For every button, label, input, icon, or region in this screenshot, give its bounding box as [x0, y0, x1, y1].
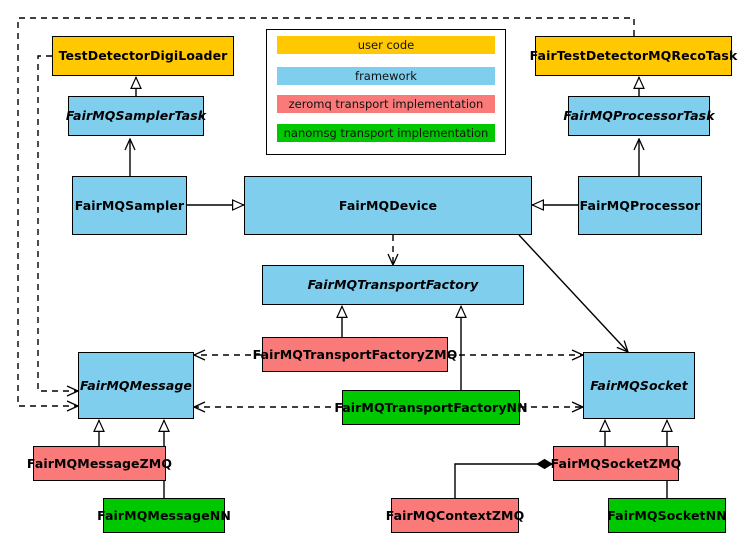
legend-item-zeromq: zeromq transport implementation [277, 95, 495, 113]
node-fair-mq-transport-factory-nn[interactable]: FairMQTransportFactoryNN [334, 390, 528, 425]
legend-label-nanomsg: nanomsg transport implementation [283, 126, 489, 140]
legend-item-nanomsg: nanomsg transport implementation [277, 124, 495, 142]
node-label: FairMQTransportFactory [307, 277, 479, 293]
node-fair-mq-socket-zmq[interactable]: FairMQSocketZMQ [550, 446, 682, 481]
node-fair-mq-message[interactable]: FairMQMessage [78, 352, 194, 419]
node-label: FairMQMessageZMQ [26, 455, 173, 471]
node-fair-mq-sampler-task[interactable]: FairMQSamplerTask [65, 96, 207, 136]
node-label: FairMQDevice [338, 197, 438, 213]
legend-label-framework: framework [355, 69, 417, 83]
edge-digiloader-message [37, 55, 78, 391]
node-fair-mq-message-nn[interactable]: FairMQMessageNN [97, 498, 231, 533]
node-fair-mq-transport-factory-zmq[interactable]: FairMQTransportFactoryZMQ [253, 337, 457, 372]
legend-label-user-code: user code [357, 38, 415, 52]
node-fair-mq-socket-nn[interactable]: FairMQSocketNN [607, 498, 727, 533]
node-label: FairMQSocketNN [607, 507, 727, 523]
node-fair-mq-transport-factory[interactable]: FairMQTransportFactory [262, 265, 524, 305]
node-label: FairMQTransportFactoryZMQ [252, 346, 458, 362]
node-label: FairMQTransportFactoryNN [334, 399, 528, 415]
node-fair-mq-sampler[interactable]: FairMQSampler [72, 176, 187, 235]
node-fair-mq-processor[interactable]: FairMQProcessor [578, 176, 702, 235]
node-label: FairMQSampler [74, 197, 185, 213]
node-test-detector-digi-loader[interactable]: TestDetectorDigiLoader [52, 36, 234, 76]
edge-contextzmq-socketzmq [454, 458, 553, 498]
node-label: TestDetectorDigiLoader [58, 48, 228, 64]
node-label: FairMQProcessorTask [563, 108, 715, 124]
node-fair-mq-processor-task[interactable]: FairMQProcessorTask [563, 96, 715, 136]
legend-item-user-code: user code [277, 36, 495, 54]
edge-recotask-message [17, 17, 635, 406]
edge-device-socket [518, 234, 628, 352]
node-fair-mq-message-zmq[interactable]: FairMQMessageZMQ [27, 446, 172, 481]
node-fair-mq-context-zmq[interactable]: FairMQContextZMQ [386, 498, 524, 533]
node-fair-mq-device[interactable]: FairMQDevice [244, 176, 532, 235]
node-fair-mq-socket[interactable]: FairMQSocket [583, 352, 695, 419]
node-label: FairMQSocketZMQ [550, 455, 682, 471]
node-label: FairMQContextZMQ [385, 507, 525, 523]
node-label: FairMQMessageNN [97, 507, 231, 523]
legend-label-zeromq: zeromq transport implementation [288, 97, 484, 111]
node-label: FairMQProcessor [579, 197, 701, 213]
node-label: FairMQMessage [79, 377, 192, 393]
node-label: FairTestDetectorMQRecoTask [529, 48, 738, 64]
node-label: FairMQSamplerTask [65, 108, 207, 124]
node-label: FairMQSocket [590, 377, 688, 393]
node-fair-test-detector-mq-reco-task[interactable]: FairTestDetectorMQRecoTask [530, 36, 737, 76]
legend-item-framework: framework [277, 67, 495, 85]
